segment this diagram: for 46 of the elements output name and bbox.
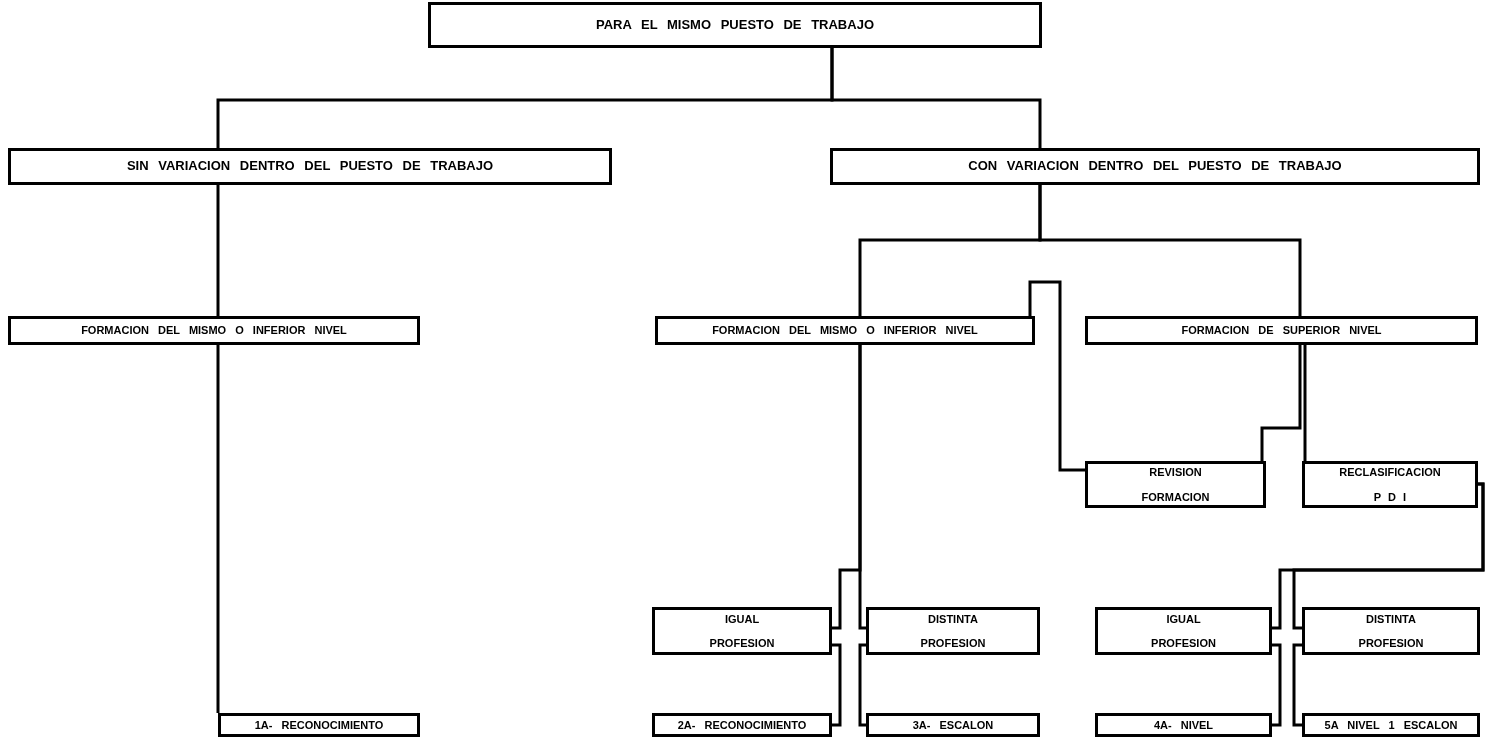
- label-box: [830, 148, 1480, 185]
- box-label: SIN VARIACION DENTRO DEL PUESTO DE TRABAJO: [126, 157, 494, 176]
- label-box: [652, 607, 832, 655]
- box-label: 2A- RECONOCIMIENTO: [677, 717, 807, 733]
- box-label: RECLASIFICACION P D I: [1338, 465, 1442, 505]
- label-box: [866, 713, 1040, 737]
- box-label: DISTINTA PROFESION: [1357, 611, 1425, 651]
- connector-line: [1303, 345, 1307, 461]
- label-box: [218, 713, 420, 737]
- connector-line: [858, 345, 866, 630]
- label-box: [652, 713, 832, 737]
- box-label: REVISION FORMACION: [1140, 465, 1211, 505]
- label-box: [1085, 316, 1478, 345]
- connector-line: [1028, 280, 1085, 472]
- label-box: [1085, 461, 1266, 508]
- connector-line: [216, 185, 220, 316]
- connector-line: [216, 345, 220, 713]
- connector-line: [830, 48, 1042, 148]
- label-box: [1095, 713, 1272, 737]
- connector-line: [1292, 643, 1302, 727]
- label-box: [1302, 713, 1480, 737]
- box-label: CON VARIACION DENTRO DEL PUESTO DE TRABAJO: [968, 157, 1342, 176]
- connector-line: [858, 643, 866, 727]
- box-label: 5A NIVEL 1 ESCALON: [1324, 717, 1458, 733]
- label-box: [655, 316, 1035, 345]
- box-label: FORMACION DEL MISMO O INFERIOR NIVEL: [712, 323, 978, 339]
- box-label: 3A- ESCALON: [912, 717, 994, 733]
- label-box: [866, 607, 1040, 655]
- box-label: 4A- NIVEL: [1153, 717, 1214, 733]
- box-label: PARA EL MISMO PUESTO DE TRABAJO: [596, 15, 874, 34]
- connector-line: [1038, 185, 1302, 316]
- connector-line: [832, 643, 842, 727]
- box-label: IGUAL PROFESION: [1150, 611, 1217, 651]
- label-box: [8, 148, 612, 185]
- label-box: [1302, 607, 1480, 655]
- box-label: DISTINTA PROFESION: [919, 611, 987, 651]
- connector-line: [1272, 643, 1282, 727]
- box-label: FORMACION DE SUPERIOR NIVEL: [1181, 323, 1382, 339]
- connector-line: [1260, 345, 1302, 461]
- label-box: [1095, 607, 1272, 655]
- box-label: FORMACION DEL MISMO O INFERIOR NIVEL: [81, 323, 347, 339]
- label-box: [8, 316, 420, 345]
- box-label: IGUAL PROFESION: [708, 611, 776, 651]
- box-label: 1A- RECONOCIMIENTO: [254, 717, 384, 733]
- label-box: [428, 2, 1042, 48]
- label-box: [1302, 461, 1478, 508]
